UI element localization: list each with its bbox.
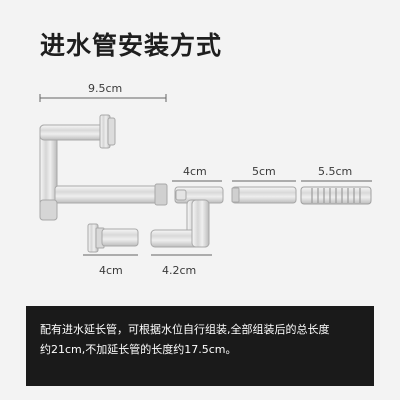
info-note-line-1: 配有进水延长管，可根据水位自行组装,全部组装后的总长度 — [40, 323, 330, 336]
dimension-label-short-elbow: 4.2cm — [162, 264, 197, 277]
ribbed-tube — [300, 186, 372, 205]
page-title: 进水管安装方式 — [40, 31, 223, 60]
short-elbow-pipe — [150, 199, 210, 248]
long-elbow-pipe — [39, 114, 168, 221]
dimension-line-long-elbow — [39, 94, 167, 102]
straight-tube — [231, 186, 297, 204]
product-diagram — [39, 94, 372, 256]
dimension-label-tee: 4cm — [183, 165, 207, 178]
info-note-line-2: 约21cm,不加延长管的长度约17.5cm。 — [40, 343, 237, 356]
info-note: 配有进水延长管，可根据水位自行组装,全部组装后的总长度 约21cm,不加延长管的… — [26, 306, 374, 386]
dimension-label-small-fitting: 4cm — [99, 264, 123, 277]
small-fitting — [87, 223, 139, 253]
dimension-label-ribbed: 5.5cm — [318, 165, 353, 178]
dimension-label-straight: 5cm — [252, 165, 276, 178]
dimension-label-long-elbow: 9.5cm — [88, 82, 123, 95]
